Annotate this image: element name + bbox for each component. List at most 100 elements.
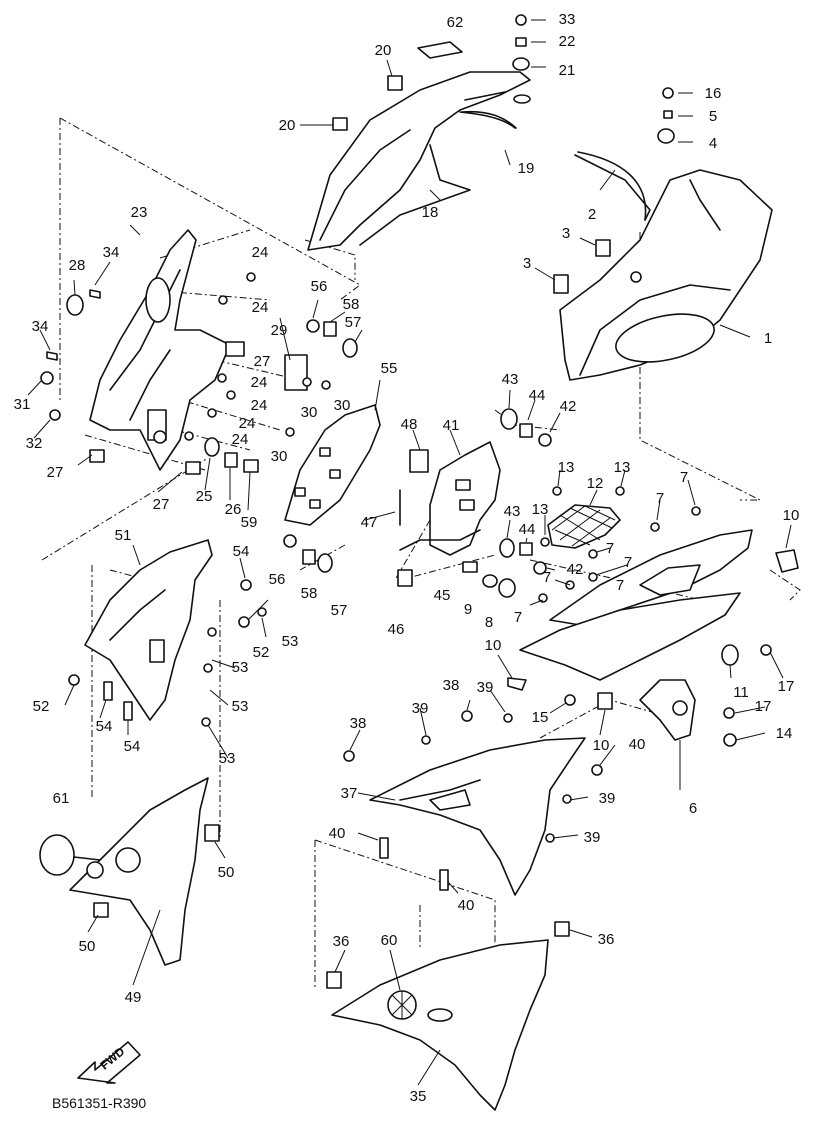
callout-41: 41 xyxy=(443,417,460,434)
callout-58: 58 xyxy=(301,585,318,602)
callout-28: 28 xyxy=(69,257,86,274)
callout-17: 17 xyxy=(755,698,772,715)
callout-7: 7 xyxy=(656,490,664,507)
callout-27: 27 xyxy=(47,464,64,481)
callout-leaders xyxy=(27,19,792,1086)
callout-46: 46 xyxy=(388,621,405,638)
callout-30: 30 xyxy=(334,397,351,414)
callout-56: 56 xyxy=(311,278,328,295)
callout-5: 5 xyxy=(709,108,717,125)
callout-7: 7 xyxy=(616,577,624,594)
callout-6: 6 xyxy=(689,800,697,817)
callout-24: 24 xyxy=(232,431,249,448)
callout-7: 7 xyxy=(514,609,522,626)
callout-24: 24 xyxy=(251,374,268,391)
callout-19: 19 xyxy=(518,160,535,177)
callout-53: 53 xyxy=(232,698,249,715)
callout-10: 10 xyxy=(485,637,502,654)
part-1-front-fairing xyxy=(559,154,773,381)
callout-25: 25 xyxy=(196,488,213,505)
callout-48: 48 xyxy=(401,416,418,433)
callout-21: 21 xyxy=(559,62,576,79)
callout-14: 14 xyxy=(776,725,793,742)
callout-18: 18 xyxy=(422,204,439,221)
callout-13: 13 xyxy=(558,459,575,476)
callout-16: 16 xyxy=(705,85,722,102)
callout-35: 35 xyxy=(410,1088,427,1105)
callout-62: 62 xyxy=(447,14,464,31)
part-2-trim-strip xyxy=(577,151,647,221)
callout-58: 58 xyxy=(343,296,360,313)
callout-39: 39 xyxy=(599,790,616,807)
callout-30: 30 xyxy=(301,404,318,421)
callout-43: 43 xyxy=(502,371,519,388)
forward-direction-arrow: FWD xyxy=(77,1041,141,1084)
callout-44: 44 xyxy=(519,521,536,538)
callout-9: 9 xyxy=(464,601,472,618)
part-23-left-frame-bracket xyxy=(89,229,231,471)
callout-59: 59 xyxy=(241,514,258,531)
part-49-lower-left-panel xyxy=(69,777,209,966)
callout-11: 11 xyxy=(733,684,749,701)
part-41-center-bracket xyxy=(399,441,501,556)
callout-7: 7 xyxy=(606,540,614,557)
part-37-lower-side-panel xyxy=(369,737,586,896)
callout-50: 50 xyxy=(218,864,235,881)
callout-32: 32 xyxy=(26,435,43,452)
callout-29: 29 xyxy=(271,322,288,339)
emblem-leader xyxy=(73,856,101,861)
callout-24: 24 xyxy=(251,397,268,414)
callout-39: 39 xyxy=(412,700,429,717)
part-12-mesh-grille xyxy=(547,504,621,549)
part-35-belly-panel xyxy=(331,939,549,1111)
callout-47: 47 xyxy=(361,514,378,531)
callout-38: 38 xyxy=(443,677,460,694)
part-62-label-sheet xyxy=(417,41,463,59)
callout-54: 54 xyxy=(233,543,250,560)
callout-7: 7 xyxy=(680,469,688,486)
callout-53: 53 xyxy=(219,750,236,767)
callout-38: 38 xyxy=(350,715,367,732)
callout-51: 51 xyxy=(115,527,132,544)
callout-40: 40 xyxy=(458,897,475,914)
callout-3: 3 xyxy=(562,225,570,242)
callout-30: 30 xyxy=(271,448,288,465)
callout-24: 24 xyxy=(252,299,269,316)
callout-42: 42 xyxy=(560,398,577,415)
callout-22: 22 xyxy=(559,33,576,50)
callout-45: 45 xyxy=(434,587,451,604)
callout-42: 42 xyxy=(567,561,584,578)
diagram-code: B561351-R390 xyxy=(52,1095,146,1111)
part-6-side-cowling xyxy=(519,529,753,741)
callout-7: 7 xyxy=(543,569,551,586)
callout-36: 36 xyxy=(598,931,615,948)
part-18-upper-bracket xyxy=(307,71,531,251)
callout-33: 33 xyxy=(559,11,576,28)
callout-24: 24 xyxy=(239,415,256,432)
callout-54: 54 xyxy=(96,718,113,735)
callout-7: 7 xyxy=(624,554,632,571)
callout-43: 43 xyxy=(504,503,521,520)
callout-34: 34 xyxy=(103,244,120,261)
callout-57: 57 xyxy=(331,602,348,619)
callout-20: 20 xyxy=(279,117,296,134)
callout-57: 57 xyxy=(345,314,362,331)
callout-17: 17 xyxy=(778,678,795,695)
callout-13: 13 xyxy=(614,459,631,476)
callout-4: 4 xyxy=(709,135,717,152)
callout-40: 40 xyxy=(629,736,646,753)
callout-61: 61 xyxy=(53,790,70,807)
callout-52: 52 xyxy=(33,698,50,715)
callout-10: 10 xyxy=(783,507,800,524)
callout-44: 44 xyxy=(529,387,546,404)
callout-50: 50 xyxy=(79,938,96,955)
callout-26: 26 xyxy=(225,501,242,518)
callout-20: 20 xyxy=(375,42,392,59)
callout-55: 55 xyxy=(381,360,398,377)
callout-53: 53 xyxy=(282,633,299,650)
callout-27: 27 xyxy=(153,496,170,513)
callout-27: 27 xyxy=(254,353,271,370)
callout-56: 56 xyxy=(269,571,286,588)
